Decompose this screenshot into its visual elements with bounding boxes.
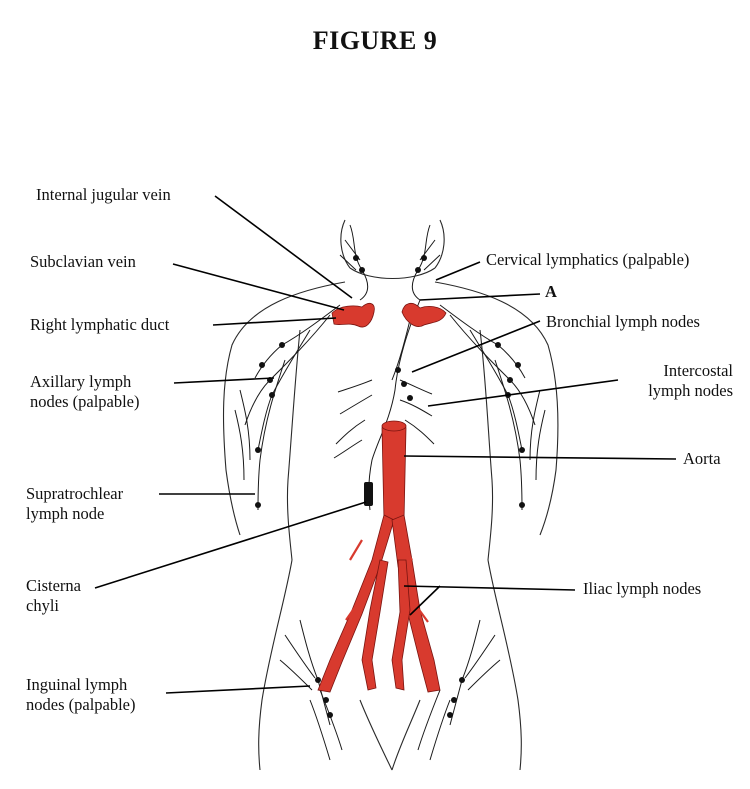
label-right-lymphatic-duct: Right lymphatic duct [30,315,170,334]
label-bronchial-lymph-nodes: Bronchial lymph nodes [546,312,700,331]
label-inguinal-line1: Inguinal lymph [26,675,128,694]
label-axillary-line2: nodes (palpable) [30,392,140,411]
label-supratrochlear-lymph-node: Supratrochlear lymph node [26,484,123,524]
body-outline [222,219,559,771]
aorta [381,421,407,521]
figure-title: FIGURE 9 [312,26,438,55]
label-axillary-lymph-nodes: Axillary lymph nodes (palpable) [30,372,140,412]
label-axillary-line1: Axillary lymph [30,372,132,391]
label-iliac-lymph-nodes: Iliac lymph nodes [583,579,702,598]
red-vessels [317,302,447,693]
label-inguinal-lymph-nodes: Inguinal lymph nodes (palpable) [26,675,136,715]
label-internal-jugular-vein: Internal jugular vein [36,185,171,204]
label-supratrochlear-line2: lymph node [26,504,105,523]
label-intercostal-line1: Intercostal [663,361,733,380]
leader-lines [94,195,677,694]
label-intercostal-line2: lymph nodes [648,381,733,400]
label-cervical-lymphatics: Cervical lymphatics (palpable) [486,250,690,269]
label-inguinal-line2: nodes (palpable) [26,695,136,714]
label-cisterna-line1: Cisterna [26,576,81,595]
label-cisterna-line2: chyli [26,596,59,615]
label-cisterna-chyli: Cisterna chyli [26,576,81,616]
label-subclavian-vein: Subclavian vein [30,252,136,271]
label-intercostal-lymph-nodes: Intercostal lymph nodes [610,361,733,401]
label-point-a: A [545,282,557,301]
lymph-nodes [255,255,525,718]
label-supratrochlear-line1: Supratrochlear [26,484,124,503]
label-aorta: Aorta [683,449,721,468]
right-subclavian-vein [331,302,375,328]
left-subclavian-vein [401,302,447,327]
